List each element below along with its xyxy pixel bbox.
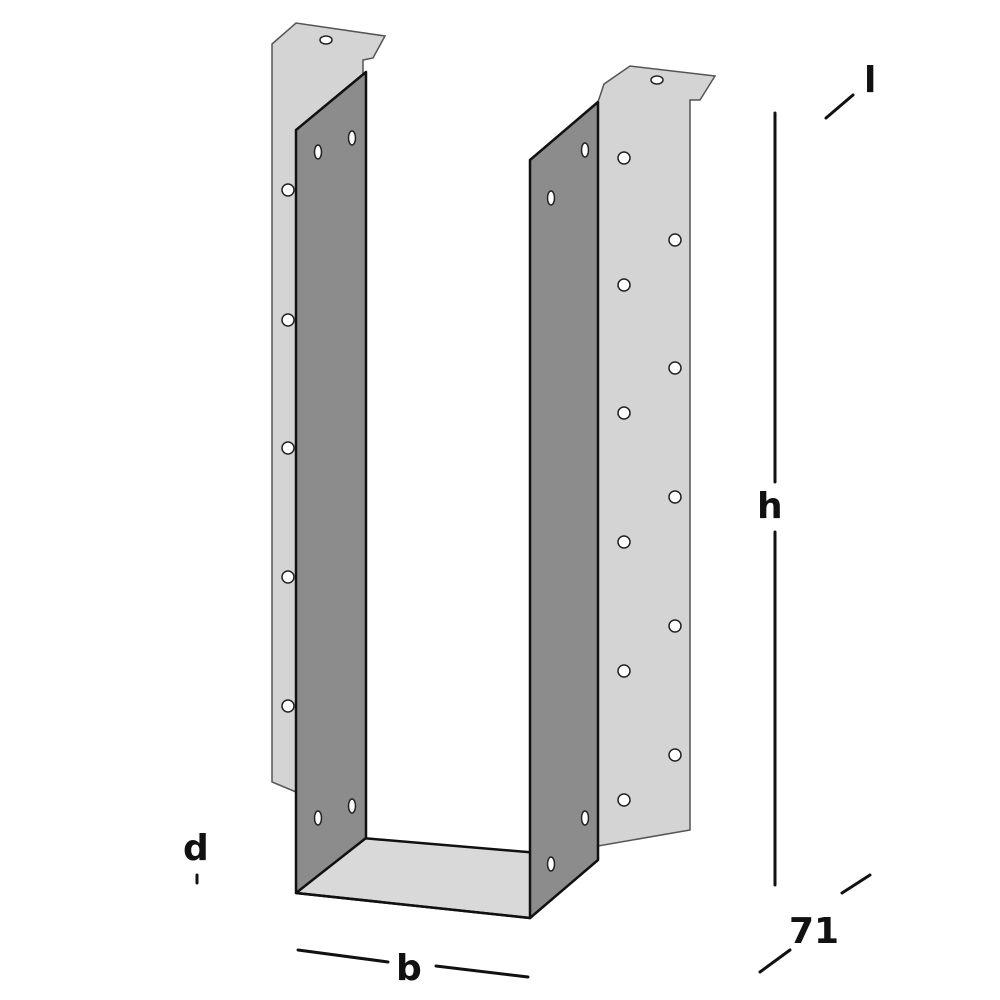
depth-dimension-tick-bottom xyxy=(758,948,792,974)
nail-hole xyxy=(617,406,631,420)
left-side-plate xyxy=(294,70,368,895)
nail-hole xyxy=(617,535,631,549)
nail-hole xyxy=(347,130,357,146)
nail-hole xyxy=(281,441,295,455)
nail-hole xyxy=(281,570,295,584)
nail-hole xyxy=(546,190,556,206)
label-d: d xyxy=(183,828,209,869)
nail-hole xyxy=(617,278,631,292)
nail-hole xyxy=(546,856,556,872)
nail-hole xyxy=(580,810,590,826)
right-flange xyxy=(597,65,717,847)
length-dimension-tick xyxy=(824,93,855,120)
nail-hole xyxy=(319,35,333,45)
nail-hole xyxy=(347,798,357,814)
label-b: b xyxy=(396,948,422,989)
nail-hole xyxy=(650,75,664,85)
nail-holes xyxy=(281,35,682,872)
nail-hole xyxy=(313,144,323,160)
nail-hole xyxy=(617,793,631,807)
depth-dimension-tick-top xyxy=(840,873,872,895)
nail-hole xyxy=(668,490,682,504)
nail-hole xyxy=(668,361,682,375)
nail-hole xyxy=(668,233,682,247)
nail-hole xyxy=(281,699,295,713)
nail-hole xyxy=(668,748,682,762)
nail-hole xyxy=(281,313,295,327)
nail-hole xyxy=(617,664,631,678)
left-flange xyxy=(271,22,387,794)
width-dimension-line-left xyxy=(296,948,390,964)
nail-hole xyxy=(281,183,295,197)
label-l: l xyxy=(864,60,876,101)
nail-hole xyxy=(313,810,323,826)
label-71: 71 xyxy=(789,911,839,952)
nail-hole xyxy=(580,142,590,158)
label-h: h xyxy=(757,486,783,527)
width-dimension-line-right xyxy=(434,964,530,979)
right-side-plate xyxy=(528,100,600,920)
nail-hole xyxy=(617,151,631,165)
nail-hole xyxy=(668,619,682,633)
